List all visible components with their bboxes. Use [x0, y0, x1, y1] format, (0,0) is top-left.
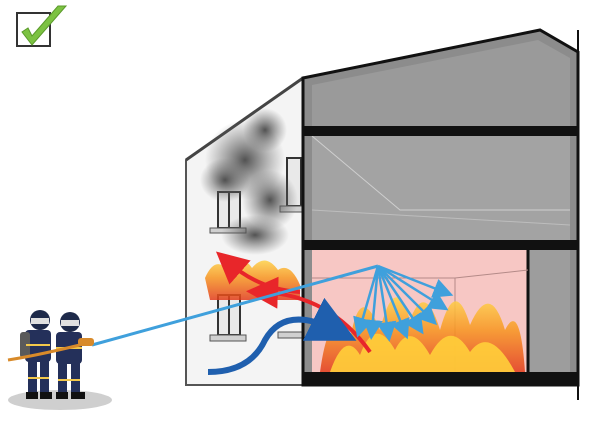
checkbox [16, 5, 68, 47]
smoke-cloud-icon [200, 108, 298, 255]
firefighter-icon [7, 310, 112, 410]
fresh-air-arrow [207, 297, 357, 375]
water-jet-arrow-icon [91, 264, 454, 347]
check-mark-icon [21, 5, 68, 46]
